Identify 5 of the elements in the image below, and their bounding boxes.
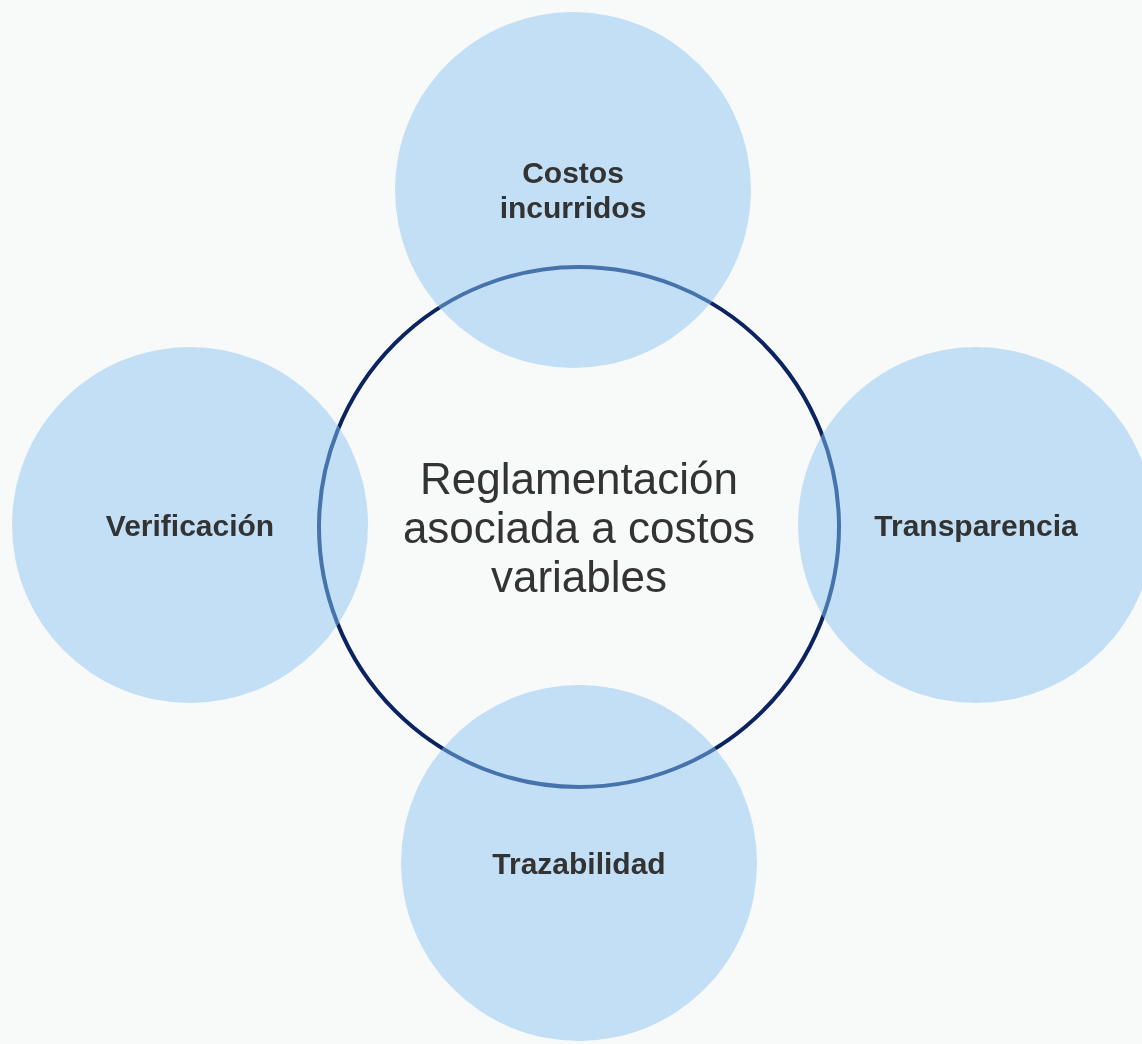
circle-label: Transparencia [873, 507, 1079, 543]
circle-label: Trazabilidad [491, 845, 667, 881]
circle-label: Costos incurridos [498, 155, 648, 225]
center-label: Reglamentación asociada a costos variables [401, 453, 757, 601]
circle-label: Verificación [104, 507, 276, 543]
